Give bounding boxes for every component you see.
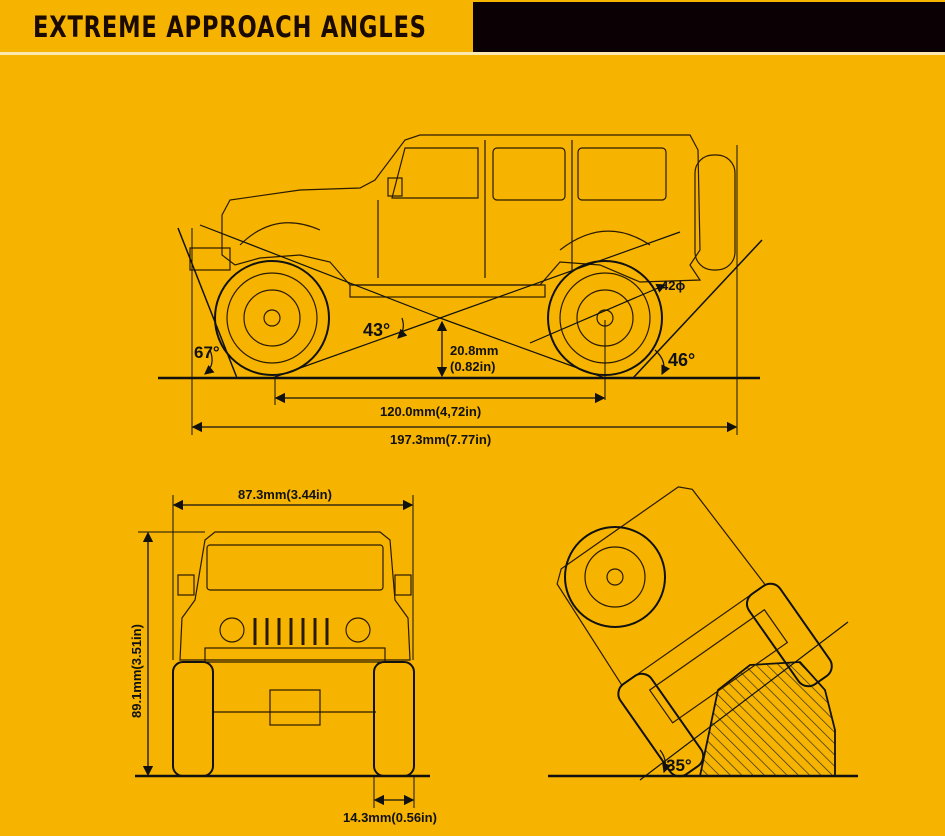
tire-diameter-label: 42ϕ <box>661 278 685 293</box>
length-label: 197.3mm(7.77in) <box>390 432 491 447</box>
side-view: 67° 43° 46° 42ϕ 20.8mm (0.82in) 120.0mm(… <box>158 134 763 447</box>
ground-clearance-mm: 20.8mm <box>450 343 498 358</box>
tilted-spare-tire <box>564 526 666 628</box>
breakover-angle-label: 43° <box>363 320 390 340</box>
departure-line <box>632 239 763 379</box>
tire-diameter-line <box>529 283 667 344</box>
page-title: EXTREME APPROACH ANGLES <box>33 10 427 44</box>
header-bar-left <box>0 2 473 52</box>
front-left-tire <box>172 661 214 777</box>
front-right-tire <box>373 661 415 777</box>
breakover-line-b <box>439 317 606 379</box>
approach-line <box>177 227 238 379</box>
tilted-right-tire <box>745 582 833 688</box>
side-slope-angle-label: 35° <box>666 756 692 775</box>
jeep-side-body <box>189 134 702 298</box>
approach-angle-label: 67° <box>194 343 220 362</box>
tilted-left-tire <box>617 672 705 778</box>
tire-width-label: 14.3mm(0.56in) <box>343 810 437 825</box>
spare-tire <box>694 154 736 271</box>
rear-wheel <box>547 260 663 376</box>
wheelbase-label: 120.0mm(4,72in) <box>380 404 481 419</box>
rock-obstacle <box>698 661 836 777</box>
departure-angle-label: 46° <box>668 350 695 370</box>
slope-line <box>639 621 849 781</box>
header-divider <box>0 52 945 55</box>
front-view: 87.3mm(3.44in) 89.1mm(3.51in) 14.3mm(0.5… <box>129 487 437 825</box>
height-label: 89.1mm(3.51in) <box>129 624 144 718</box>
ground-clearance-in: (0.82in) <box>450 359 496 374</box>
width-label: 87.3mm(3.44in) <box>238 487 332 502</box>
tilt-view: 35° <box>548 486 858 781</box>
breakover-line-a <box>199 224 441 319</box>
jeep-rear-tilted <box>556 486 833 778</box>
header-bar-right <box>473 2 945 52</box>
front-wheel <box>214 260 330 376</box>
jeep-front-body <box>177 531 412 726</box>
